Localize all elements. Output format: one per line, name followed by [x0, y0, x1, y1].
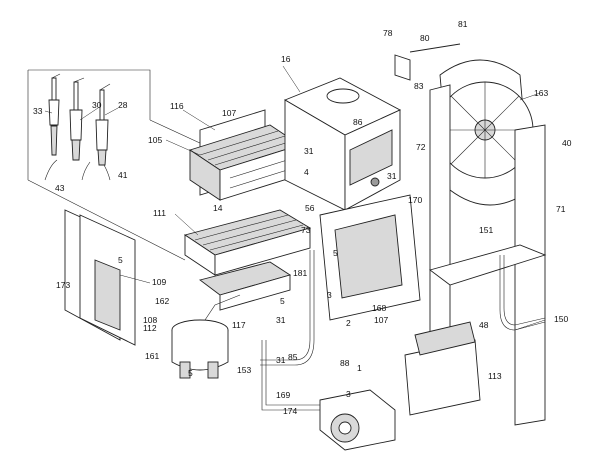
callout-112: 112	[143, 323, 157, 333]
callout-81: 81	[458, 19, 468, 29]
callout-28: 28	[118, 100, 128, 110]
callout-107b: 107	[374, 315, 388, 325]
electrode-inset	[27, 69, 216, 261]
callout-86: 86	[353, 117, 363, 127]
callout-170: 170	[408, 195, 422, 205]
callout-88: 88	[340, 358, 350, 368]
heat-exchanger	[188, 109, 302, 201]
callout-31c: 31	[276, 315, 286, 325]
callout-169: 169	[276, 390, 290, 400]
callout-78: 78	[383, 28, 393, 38]
burner	[183, 209, 312, 276]
manifold	[198, 261, 292, 311]
callout-113: 113	[488, 371, 502, 381]
callout-151: 151	[479, 225, 493, 235]
callout-48: 48	[479, 320, 489, 330]
callout-168: 168	[372, 303, 386, 313]
callout-31a: 31	[304, 146, 314, 156]
callout-85: 85	[288, 352, 298, 362]
callout-33: 33	[33, 106, 43, 116]
callout-5c: 5	[188, 368, 193, 378]
callout-31d: 31	[276, 355, 286, 365]
gas-valve-bracket	[404, 321, 481, 416]
callout-107a: 107	[222, 108, 236, 118]
callout-30: 30	[92, 100, 102, 110]
callout-162: 162	[155, 296, 169, 306]
right-frame	[428, 84, 547, 426]
callout-4: 4	[304, 167, 309, 177]
callout-14: 14	[213, 203, 223, 213]
callout-80: 80	[420, 33, 430, 43]
callout-116: 116	[170, 101, 184, 111]
callout-2: 2	[346, 318, 351, 328]
callout-3a: 3	[327, 290, 332, 300]
fan-assembly	[394, 43, 534, 206]
callout-161: 161	[145, 351, 159, 361]
callout-16: 16	[281, 54, 291, 64]
pump	[319, 389, 396, 451]
callout-173: 173	[56, 280, 70, 290]
callout-5b: 5	[333, 248, 338, 258]
callout-41: 41	[118, 170, 128, 180]
callout-181: 181	[293, 268, 307, 278]
callout-3b: 3	[346, 389, 351, 399]
callout-1: 1	[357, 363, 362, 373]
chamber-panel	[319, 194, 421, 321]
callout-71: 71	[556, 204, 566, 214]
pipes	[260, 250, 546, 411]
callout-72: 72	[416, 142, 426, 152]
callout-31b: 31	[387, 171, 397, 181]
callout-40: 40	[562, 138, 572, 148]
callout-174: 174	[283, 406, 297, 416]
callout-117: 117	[232, 320, 246, 330]
callout-5a: 5	[118, 255, 123, 265]
callout-labels: 33 30 28 43 41 116 107 105 31 4 14 56 73…	[33, 19, 572, 416]
callout-109: 109	[152, 277, 166, 287]
callout-163: 163	[534, 88, 548, 98]
callout-73: 73	[301, 225, 311, 235]
callout-5d: 5	[280, 296, 285, 306]
callout-108: 108	[143, 315, 157, 325]
expansion-vessel	[171, 294, 241, 379]
leader-lines	[44, 65, 546, 331]
callout-153: 153	[237, 365, 251, 375]
callout-43: 43	[55, 183, 65, 193]
flue-hood	[283, 77, 402, 211]
callout-111: 111	[153, 208, 166, 218]
callout-56: 56	[305, 203, 315, 213]
callout-83: 83	[414, 81, 424, 91]
callout-105: 105	[148, 135, 162, 145]
callout-150: 150	[554, 314, 568, 324]
left-panels	[64, 209, 136, 346]
